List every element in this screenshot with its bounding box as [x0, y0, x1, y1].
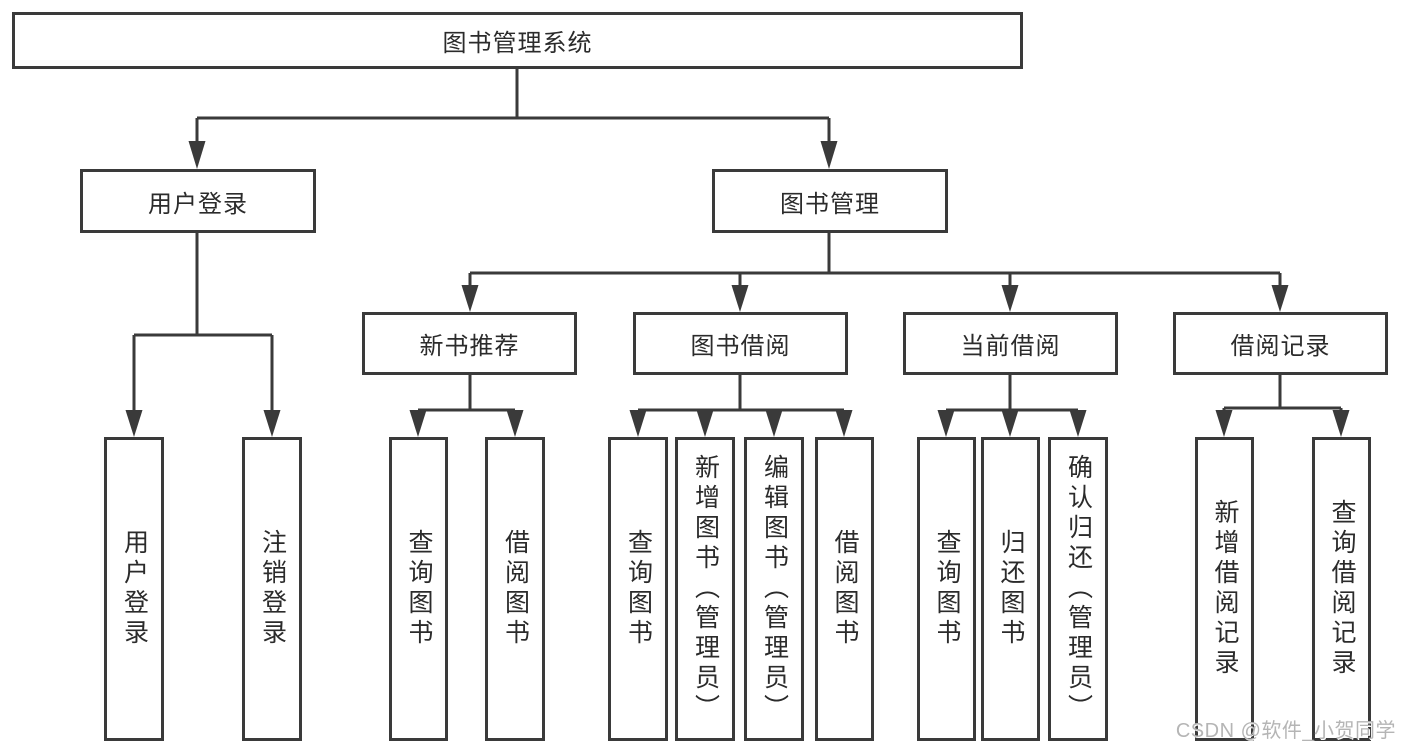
node-borrow-records: 借阅记录 — [1173, 312, 1388, 375]
leaf-borrow-query-book: 查询图书 — [608, 437, 668, 741]
connector-book-management — [461, 233, 1289, 312]
leaf-borrow-add-book-admin: 新增图书（管理员） — [675, 437, 735, 741]
leaf-logout-login: 注销登录 — [242, 437, 302, 741]
leaf-current-query-book: 查询图书 — [917, 437, 976, 741]
leaf-user-login: 用户登录 — [104, 437, 164, 741]
leaf-borrow-edit-book-admin: 编辑图书（管理员） — [744, 437, 804, 741]
connector-new-book-recommend — [409, 375, 524, 437]
connector-current-borrow — [937, 375, 1087, 437]
node-book-management: 图书管理 — [712, 169, 948, 233]
leaf-current-confirm-return-admin: 确认归还（管理员） — [1048, 437, 1108, 741]
node-current-borrow: 当前借阅 — [903, 312, 1118, 375]
leaf-current-return-book: 归还图书 — [981, 437, 1040, 741]
connector-book-borrow — [629, 375, 853, 437]
node-book-borrow: 图书借阅 — [633, 312, 848, 375]
node-user-login: 用户登录 — [80, 169, 316, 233]
leaf-newbook-borrow-book: 借阅图书 — [485, 437, 545, 741]
connector-user-login — [125, 233, 281, 437]
node-root: 图书管理系统 — [12, 12, 1023, 69]
connector-root — [188, 69, 838, 169]
leaf-newbook-query-book: 查询图书 — [389, 437, 448, 741]
connector-borrow-records — [1215, 375, 1350, 437]
leaf-borrow-borrow-book: 借阅图书 — [815, 437, 874, 741]
leaf-records-query-record: 查询借阅记录 — [1312, 437, 1371, 741]
node-new-book-recommend: 新书推荐 — [362, 312, 577, 375]
leaf-records-add-record: 新增借阅记录 — [1195, 437, 1254, 741]
watermark: CSDN @软件_小贺同学 — [1175, 720, 1396, 742]
